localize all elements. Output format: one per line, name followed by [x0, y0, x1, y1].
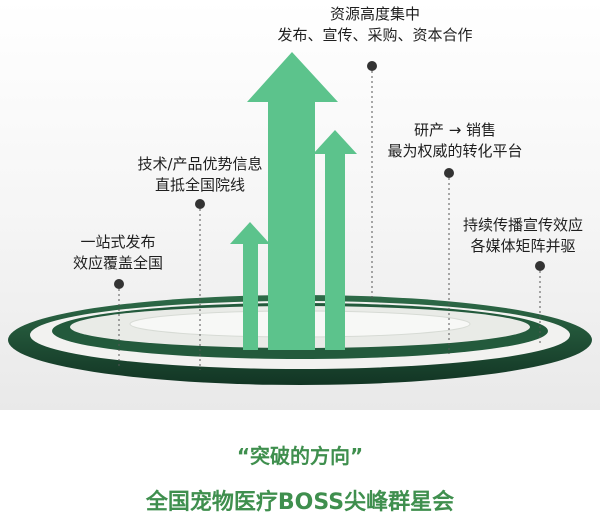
- arrow-small: [230, 222, 270, 350]
- footer-quote: “突破的方向”: [236, 444, 364, 468]
- arrow-medium: [313, 130, 357, 350]
- label-onestop-line-2: 效应覆盖全国: [72, 254, 163, 272]
- label-onestop-line-1: 一站式发布: [80, 233, 156, 251]
- label-tech-line-1: 技术/产品优势信息: [137, 155, 263, 173]
- dot-rnd: [444, 168, 454, 178]
- label-tech-line-2: 直抵全国院线: [154, 176, 245, 194]
- label-rnd-line-1: 研产 → 销售: [413, 121, 497, 139]
- label-onestop: 一站式发布 效应覆盖全国: [48, 232, 188, 274]
- dot-onestop: [114, 279, 124, 289]
- label-rnd: 研产 → 销售 最为权威的转化平台: [370, 120, 540, 162]
- dot-resources: [367, 61, 377, 71]
- label-tech: 技术/产品优势信息 直抵全国院线: [110, 154, 290, 196]
- footer-event-title: 全国宠物医疗BOSS尖峰群星会: [145, 490, 455, 515]
- label-media: 持续传播宣传效应 各媒体矩阵并驱: [448, 215, 598, 257]
- growth-diagram: [8, 52, 592, 385]
- label-media-line-1: 持续传播宣传效应: [462, 216, 583, 234]
- label-resources-line-1: 资源高度集中: [329, 5, 420, 23]
- label-rnd-line-2: 最为权威的转化平台: [387, 142, 523, 160]
- label-media-line-2: 各媒体矩阵并驱: [470, 237, 576, 255]
- dot-media: [535, 261, 545, 271]
- dot-tech: [195, 199, 205, 209]
- label-resources-line-2: 发布、宣传、采购、资本合作: [277, 26, 473, 44]
- arrow-large: [247, 52, 338, 350]
- label-resources: 资源高度集中 发布、宣传、采购、资本合作: [255, 4, 495, 46]
